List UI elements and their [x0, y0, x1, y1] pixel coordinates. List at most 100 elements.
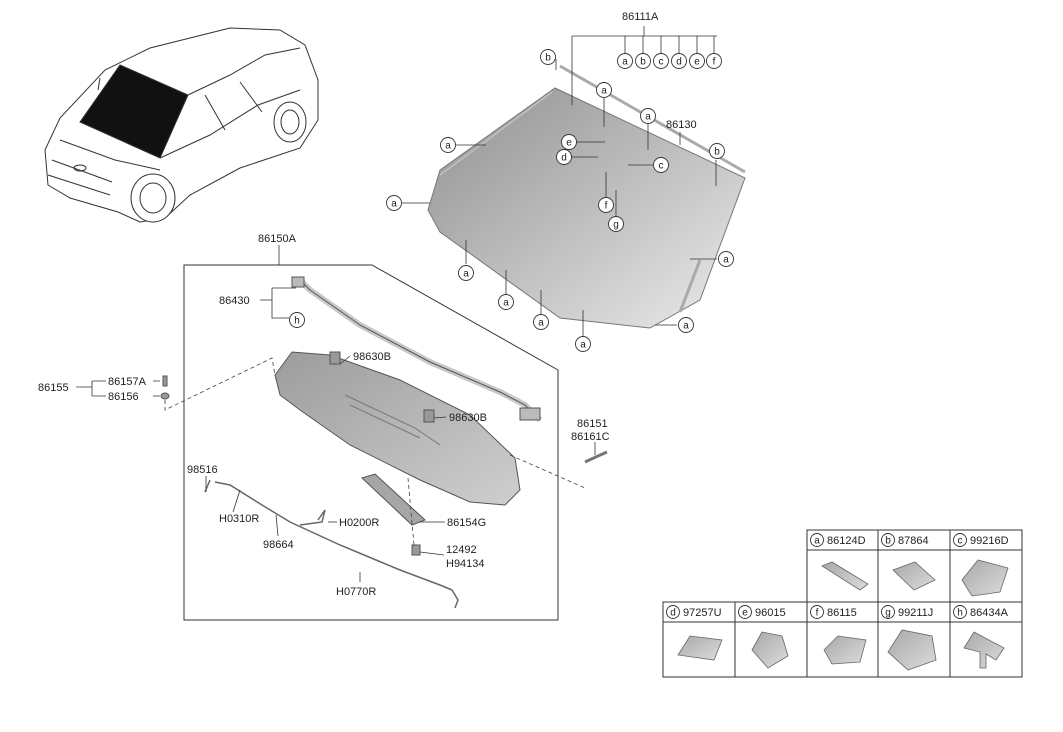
legend-row2-1-circle-ring: [738, 605, 752, 619]
legend-row1-0-circle: a: [810, 533, 824, 547]
callout-b-6-letter: b: [545, 53, 551, 64]
legend-part-number-e: 96015: [755, 607, 786, 619]
label-86430: 86430: [219, 295, 250, 307]
callout-a-17-letter: a: [463, 269, 469, 280]
callout-a-17: a: [458, 265, 474, 281]
legend-row2-0-circle-letter: d: [670, 608, 676, 619]
label-98630B-mid: 98630B: [449, 412, 487, 424]
callout-a-8-ring: [640, 108, 656, 124]
callout-d-3-ring: [671, 53, 687, 69]
callout-a-14-letter: a: [391, 199, 397, 210]
part-img-99211J: [887, 629, 937, 671]
callout-c-2: c: [653, 53, 669, 69]
label-86150A: 86150A: [258, 233, 297, 245]
legend-row2-1-circle: e: [738, 605, 752, 619]
callout-e-4: e: [689, 53, 705, 69]
callout-g-16-letter: g: [613, 220, 619, 231]
callout-a-22-letter: a: [683, 321, 689, 332]
callout-a-14: a: [386, 195, 402, 211]
callout-b-6: b: [540, 49, 556, 65]
legend-part-images: [677, 559, 1009, 671]
leader-lines: [76, 26, 717, 582]
clip-12492: [411, 544, 421, 556]
legend-row2-0-circle: d: [666, 605, 680, 619]
dash-lines: [164, 357, 586, 546]
label-H0310R: H0310R: [219, 513, 259, 525]
label-86161C: 86161C: [571, 431, 610, 443]
callout-c-11-ring: [653, 157, 669, 173]
callout-a-21-ring: [718, 251, 734, 267]
label-86155: 86155: [38, 382, 69, 394]
part-img-86434A: [963, 631, 1005, 669]
callout-b-1: b: [635, 53, 651, 69]
callout-d-3-letter: d: [676, 57, 682, 68]
part-img-86115: [823, 635, 867, 665]
legend-row1-2-circle-letter: c: [958, 536, 963, 547]
fasteners-86155: [160, 375, 170, 400]
cowl-box: [183, 264, 559, 621]
callout-b-12-letter: b: [714, 147, 720, 158]
part-labels: 86111A 86130 86150A 86430 98630B 98630B …: [38, 11, 697, 598]
part-img-86124D: [821, 561, 869, 591]
label-12492: 12492: [446, 544, 477, 556]
callout-h-23: h: [289, 312, 305, 328]
callout-f-5-ring: [706, 53, 722, 69]
callout-e-4-ring: [689, 53, 705, 69]
label-98630B-top: 98630B: [353, 351, 391, 363]
callout-a-22: a: [678, 317, 694, 333]
windshield-glass: [427, 64, 746, 329]
callout-a-18-ring: [498, 294, 514, 310]
weatherstrip-86430: [291, 276, 543, 423]
bracket-86151: [584, 450, 608, 464]
callout-f-15-ring: [598, 197, 614, 213]
legend-row1-2-circle: c: [953, 533, 967, 547]
callout-a-19: a: [533, 314, 549, 330]
part-img-97257U: [677, 635, 723, 661]
callout-a-8-letter: a: [645, 112, 651, 123]
legend-part-number-b: 87864: [898, 535, 929, 547]
callout-b-12: b: [709, 143, 725, 159]
legend-row1-1-circle-ring: [881, 533, 895, 547]
label-98664: 98664: [263, 539, 294, 551]
legend-part-number-f: 86115: [827, 607, 857, 619]
callout-a-0-ring: [617, 53, 633, 69]
callout-a-20-ring: [575, 336, 591, 352]
callout-a-21-letter: a: [723, 255, 729, 266]
callout-a-17-ring: [458, 265, 474, 281]
legend-part-number-h: 86434A: [970, 607, 1009, 619]
callout-a-19-ring: [533, 314, 549, 330]
callout-a-21: a: [718, 251, 734, 267]
callout-h-23-ring: [289, 312, 305, 328]
label-86157A: 86157A: [108, 376, 147, 388]
callout-a-18: a: [498, 294, 514, 310]
cowl-top-panel: [274, 351, 521, 506]
callout-c-11-letter: c: [659, 161, 664, 172]
callout-d-10-letter: d: [561, 153, 567, 164]
legend-row1-1-circle-letter: b: [885, 536, 891, 547]
callout-a-8: a: [640, 108, 656, 124]
part-86154G-shape: [361, 473, 426, 526]
callout-c-2-letter: c: [659, 57, 664, 68]
callout-a-0: a: [617, 53, 633, 69]
label-86111A: 86111A: [622, 11, 659, 23]
callout-g-16: g: [608, 216, 624, 232]
label-H94134: H94134: [446, 558, 485, 570]
callout-g-16-ring: [608, 216, 624, 232]
callout-b-1-letter: b: [640, 57, 646, 68]
callout-a-18-letter: a: [503, 298, 509, 309]
callout-f-5: f: [706, 53, 722, 69]
legend-part-number-a: 86124D: [827, 535, 866, 547]
legend-row1-0-circle-letter: a: [814, 536, 820, 547]
legend-row2-2-circle-letter: f: [816, 608, 819, 619]
label-86130: 86130: [666, 119, 697, 131]
legend-row2-2-circle: f: [810, 605, 824, 619]
callout-c-2-ring: [653, 53, 669, 69]
label-98516: 98516: [187, 464, 218, 476]
callout-a-7-ring: [596, 82, 612, 98]
callout-a-20-letter: a: [580, 340, 586, 351]
label-86154G: 86154G: [447, 517, 486, 529]
